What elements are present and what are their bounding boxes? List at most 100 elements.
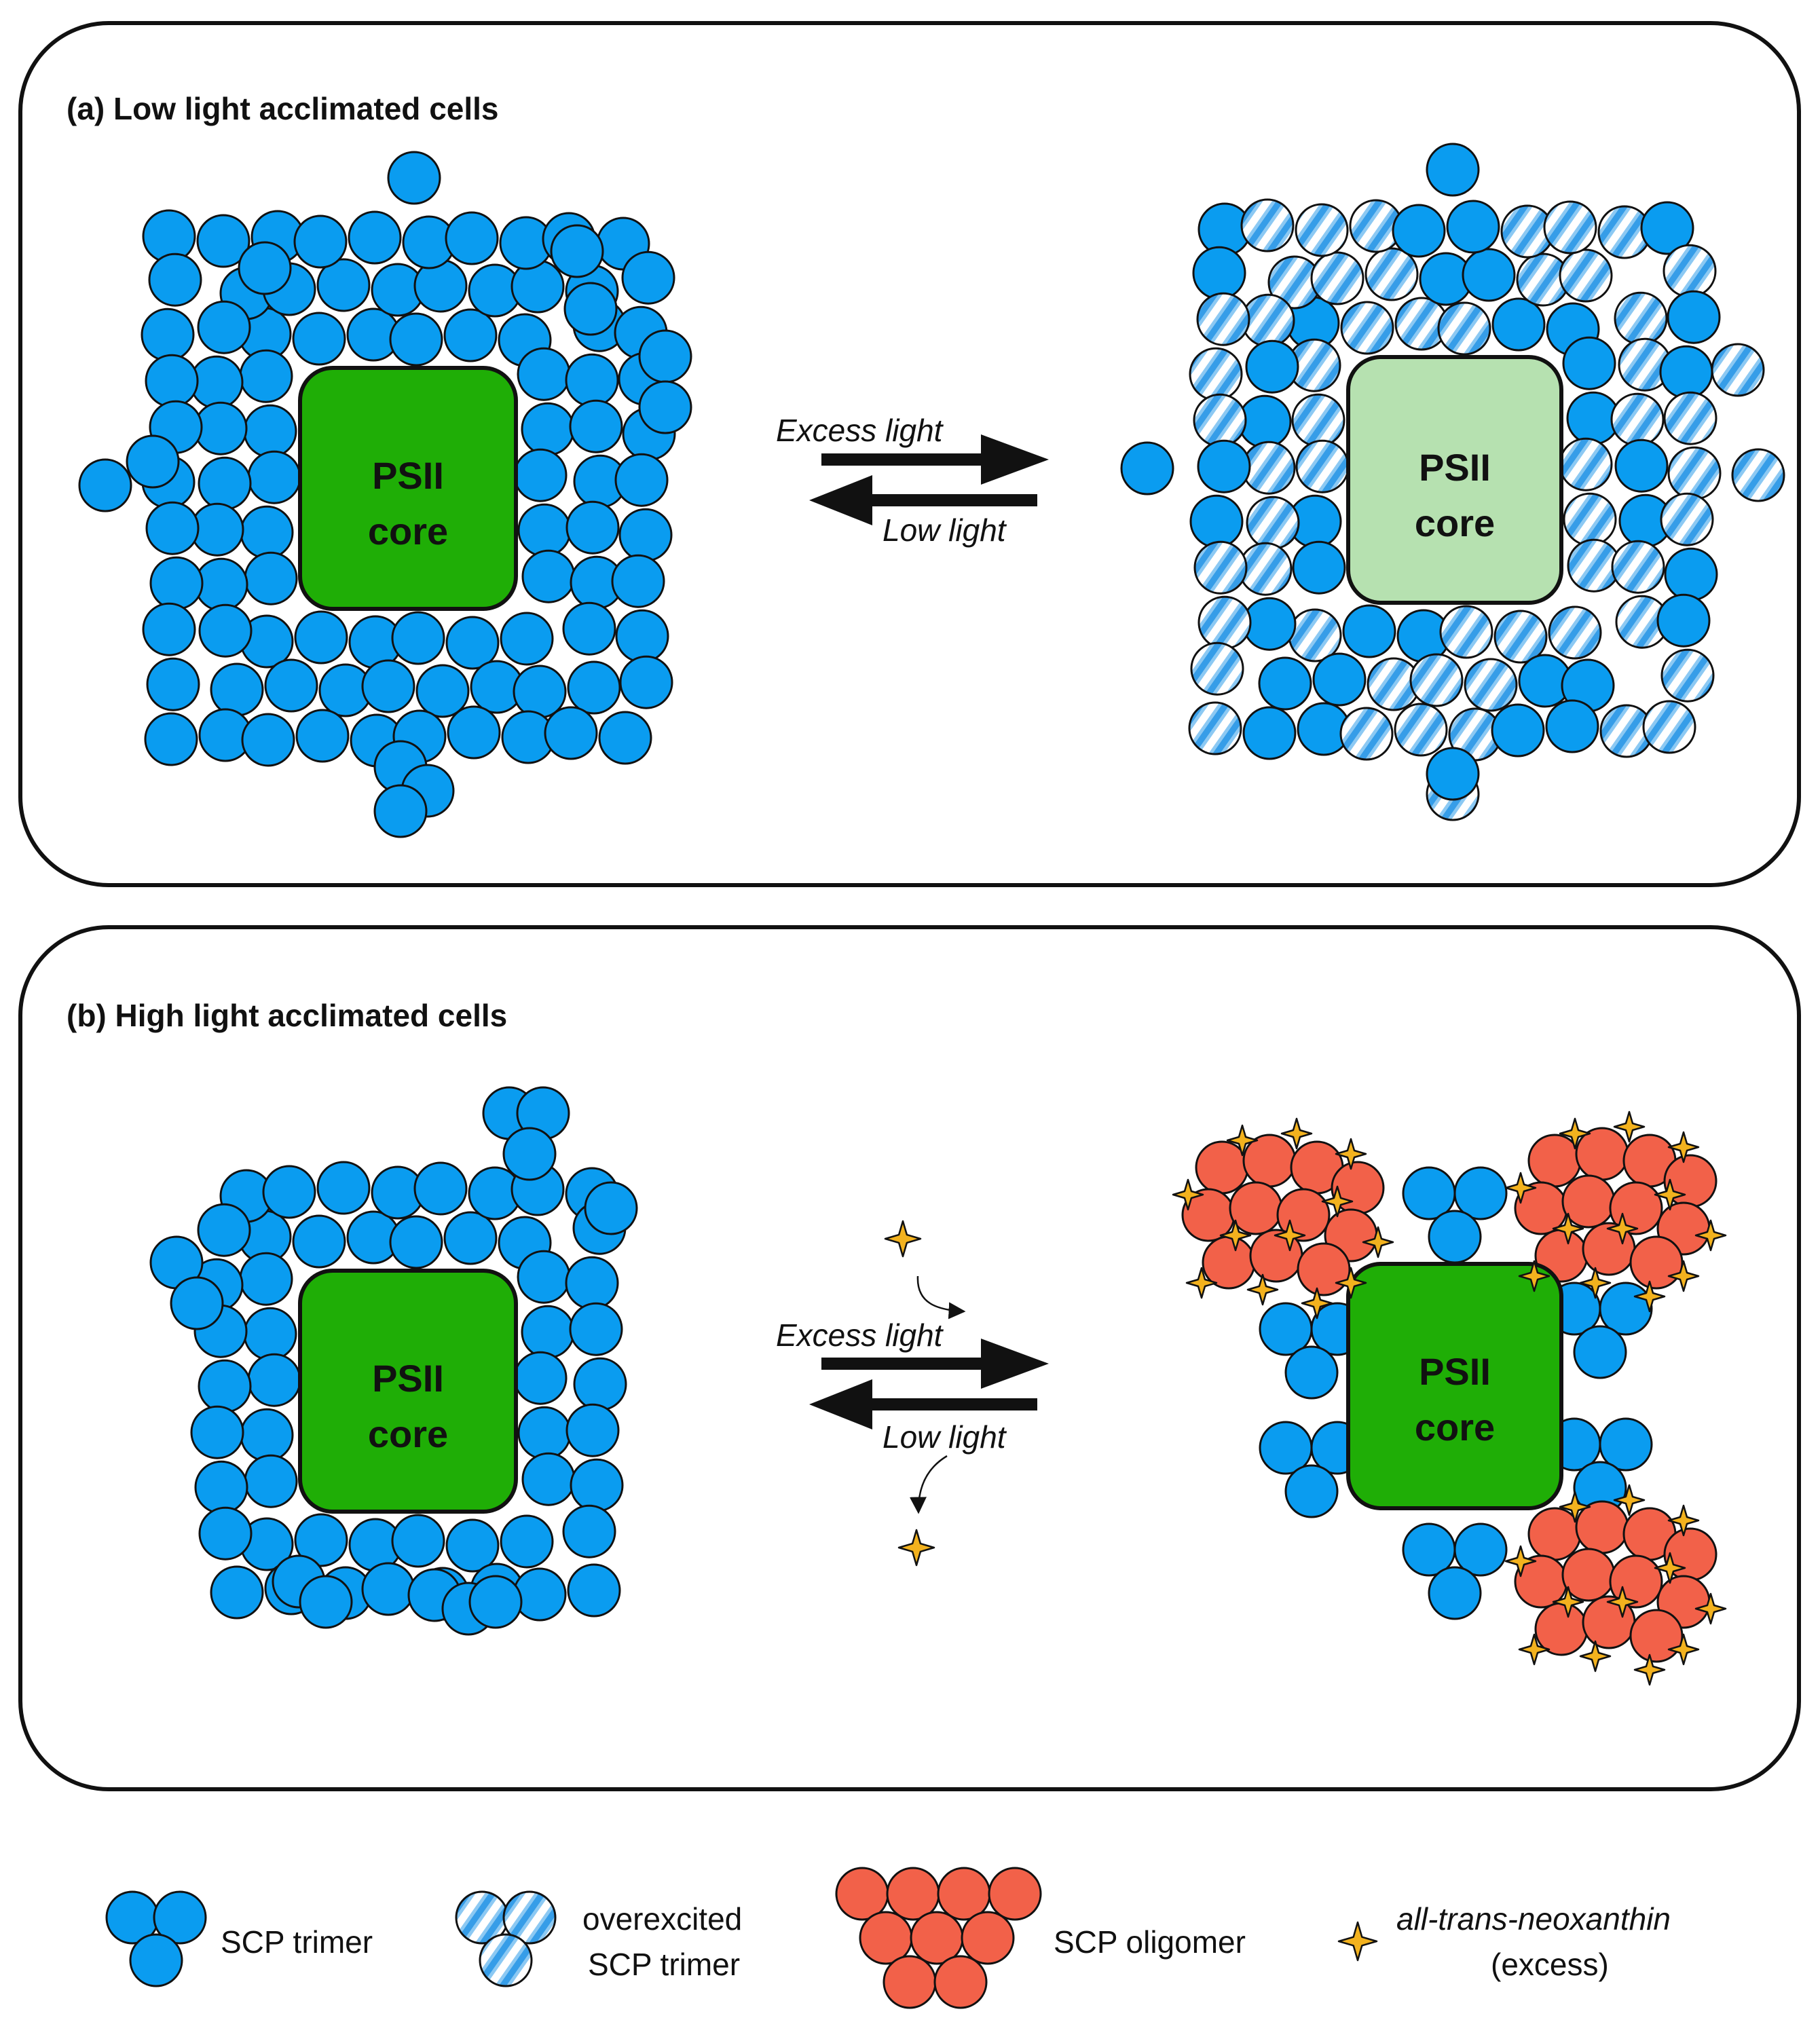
scp-subunit (1711, 343, 1765, 397)
scp-subunit (361, 1562, 415, 1616)
neoxanthin-star (1579, 1640, 1612, 1672)
scp-subunit (294, 610, 348, 665)
scp-subunit (243, 1307, 297, 1361)
neoxanthin-star (1301, 1287, 1333, 1320)
scp-subunit (244, 1454, 298, 1508)
neoxanthin-star (1654, 1178, 1686, 1211)
legend-oligomer-subunit (883, 1955, 937, 2009)
neoxanthin-star (1667, 1260, 1700, 1292)
scp-subunit (1409, 653, 1464, 707)
scp-subunit (210, 1565, 264, 1620)
scp-subunit (295, 709, 350, 763)
scp-subunit (500, 612, 554, 666)
scp-subunit (1491, 297, 1546, 352)
scp-subunit (1189, 494, 1244, 548)
scp-subunit (513, 1567, 567, 1622)
scp-subunit (387, 151, 441, 205)
neoxanthin-star (1579, 1267, 1612, 1299)
panel-b-title: (b) High light acclimated cells (67, 998, 507, 1033)
scp-subunit (247, 1353, 301, 1407)
scp-subunit (1660, 648, 1715, 703)
legend (105, 1867, 1378, 2009)
scp-subunit (521, 1452, 576, 1506)
scp-subunit (1240, 198, 1295, 253)
legend-overexcited-trimer-subunit (502, 1890, 557, 1945)
scp-oligomer-subunit (1297, 1242, 1351, 1296)
panel-a-right-scp-cluster (1120, 143, 1785, 821)
neoxanthin-star (1274, 1219, 1306, 1252)
scp-subunit (389, 312, 443, 367)
scp-subunit (1196, 292, 1250, 346)
scp-subunit (445, 211, 499, 265)
scp-subunit (521, 402, 575, 456)
neoxanthin-star (1694, 1592, 1727, 1625)
scp-subunit (1599, 1417, 1653, 1472)
scp-subunit (1291, 393, 1345, 447)
legend-scp-trimer-subunit (153, 1890, 207, 1945)
scp-subunit (1339, 707, 1394, 761)
neoxanthin-star (1633, 1653, 1666, 1686)
panel-a-low-light-label: Low light (883, 512, 1007, 548)
scp-subunit (1342, 604, 1396, 658)
scp-subunit (1462, 248, 1516, 302)
scp-subunit (445, 616, 500, 670)
scp-subunit (391, 611, 445, 665)
scp-subunit (1663, 391, 1717, 445)
neoxanthin-star (1667, 1131, 1700, 1163)
scp-subunit (1667, 446, 1722, 500)
neoxanthin-star (1694, 1219, 1727, 1252)
scp-subunit (1446, 200, 1500, 254)
scp-subunit (146, 657, 200, 711)
scp-subunit (244, 551, 298, 605)
scp-subunit (638, 329, 692, 384)
panel-b-excess-light-label: Excess light (776, 1317, 944, 1353)
scp-subunit (1292, 540, 1346, 595)
scp-subunit (126, 434, 180, 489)
scp-subunit (1340, 301, 1394, 355)
scp-subunit (1439, 605, 1493, 659)
legend-neoxanthin-icon (1337, 1921, 1378, 1962)
neoxanthin-star (1321, 1185, 1354, 1218)
scp-subunit (615, 609, 669, 663)
scp-subunit (521, 549, 576, 603)
scp-subunit (1394, 703, 1448, 757)
scp-subunit (1563, 492, 1617, 546)
scp-subunit (638, 380, 692, 434)
neoxanthin-stars (884, 1110, 1727, 1686)
scp-subunit (198, 603, 253, 658)
scp-subunit (1664, 547, 1718, 601)
neoxanthin-star (884, 1220, 922, 1258)
neoxanthin-star (1219, 1219, 1252, 1252)
scp-subunit (517, 1250, 571, 1304)
legend-oligomer-subunit (988, 1867, 1042, 1921)
neoxanthin-star (1280, 1117, 1313, 1150)
scp-subunit (598, 711, 652, 765)
scp-subunit (1258, 656, 1312, 711)
scp-subunit (1614, 291, 1668, 345)
neoxanthin-star (1559, 1491, 1591, 1523)
scp-subunit (1190, 641, 1244, 696)
scp-subunit (145, 354, 199, 408)
neoxanthin-star (1613, 1484, 1646, 1516)
scp-subunit (197, 300, 251, 354)
scp-subunit (565, 1256, 619, 1310)
scp-subunit (521, 1305, 575, 1359)
panel-b-equilibrium-arrows: Excess light Low light (776, 1275, 1049, 1514)
scp-subunit (570, 1458, 624, 1512)
neoxanthin-star (1613, 1110, 1646, 1143)
scp-subunit (210, 662, 264, 717)
scp-subunit (361, 659, 415, 713)
scp-subunit (1197, 595, 1252, 650)
scp-subunit (240, 505, 294, 559)
scp-subunit (1545, 699, 1599, 753)
legend-oligomer-label: SCP oligomer (1054, 1924, 1246, 1960)
scp-subunit (500, 1514, 554, 1569)
scp-subunit (1242, 706, 1297, 760)
neoxanthin-star (1552, 1212, 1584, 1245)
scp-subunit (1491, 703, 1545, 758)
scp-subunit (513, 448, 568, 502)
